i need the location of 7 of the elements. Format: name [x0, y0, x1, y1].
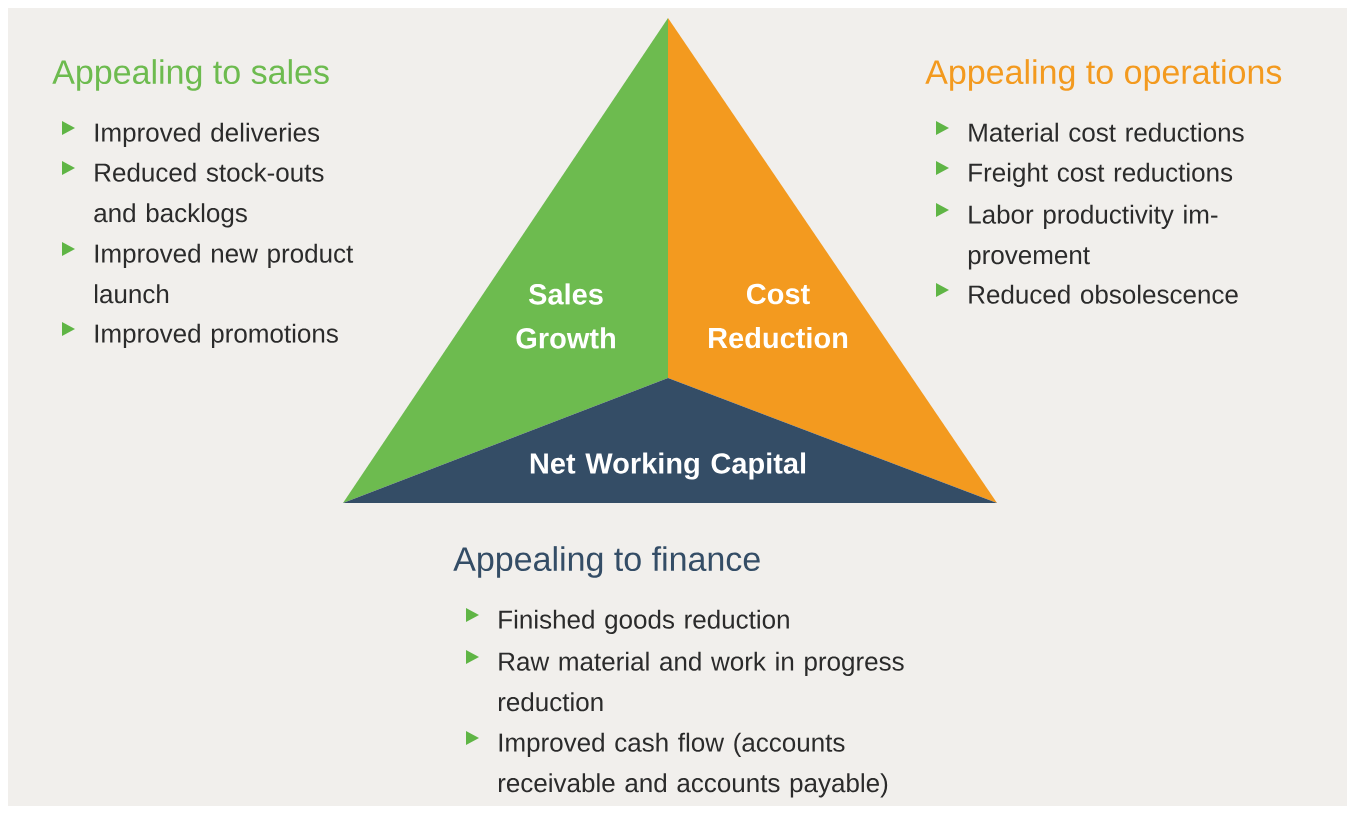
list-item: Finished goods reduction	[499, 609, 789, 634]
section-heading: Appealing to finance	[453, 546, 760, 578]
list-item: Raw material and work in progress reduction	[498, 651, 904, 712]
list-item: Improved cash flow (accounts receivable and accounts payable)	[498, 732, 888, 798]
triangle-segment: Net Working Capital	[343, 378, 997, 503]
list-item: Improved deliveries	[95, 122, 320, 147]
list-item: Improved promotions	[95, 323, 338, 348]
